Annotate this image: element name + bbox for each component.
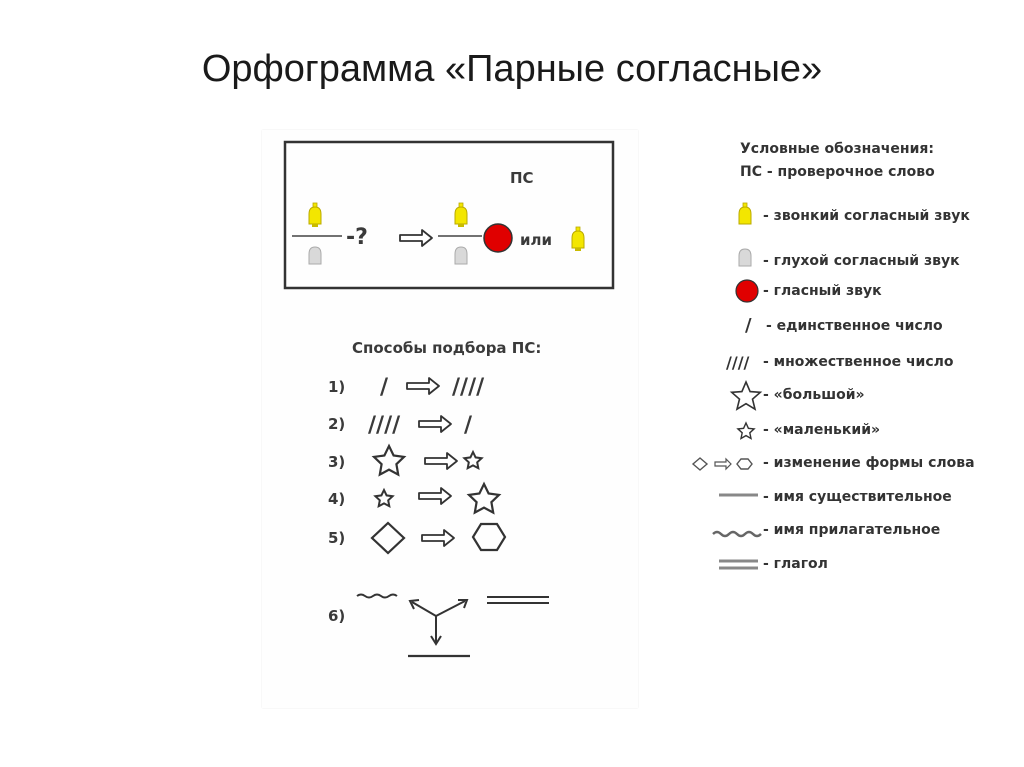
methods-title: Способы подбора ПС: xyxy=(352,339,541,357)
legend-small-label: - «маленький» xyxy=(763,422,881,438)
legend-ps-definition: ПС - проверочное слово xyxy=(740,164,935,180)
wavy-line-icon xyxy=(356,593,398,599)
slash-glyph: / xyxy=(464,413,473,438)
legend-adjective-label: - имя прилагательное xyxy=(763,522,941,538)
red-circle-icon xyxy=(483,223,513,253)
wavy-line-icon xyxy=(712,530,762,538)
multi-slash-glyph: //// xyxy=(368,413,401,438)
legend-singular-label: - единственное число xyxy=(766,318,943,334)
small-star-icon xyxy=(736,421,756,440)
multi-slash-glyph: //// xyxy=(452,375,485,400)
legend-heading: Условные обозначения: xyxy=(740,141,934,157)
method-num: 3) xyxy=(328,453,345,471)
small-star-icon xyxy=(462,449,484,471)
method-num: 2) xyxy=(328,415,345,433)
or-label: или xyxy=(520,231,552,249)
diagram-svg: ПС -? или Способы подбора ПС: 1) / //// … xyxy=(283,140,615,658)
legend-vowel-label: - гласный звук xyxy=(763,283,882,299)
branch-arrows-icon xyxy=(408,599,469,646)
small-star-icon xyxy=(373,487,395,509)
method-num: 4) xyxy=(328,490,345,508)
legend-noun-label: - имя существительное xyxy=(763,489,952,505)
method-num: 6) xyxy=(328,607,345,625)
question-label: -? xyxy=(346,225,368,250)
legend-big-label: - «большой» xyxy=(763,387,865,403)
method-num: 5) xyxy=(328,529,345,547)
red-circle-icon xyxy=(735,279,759,303)
big-star-icon xyxy=(729,379,763,411)
diamond-icon xyxy=(370,521,406,555)
multi-slash-icon: //// xyxy=(726,353,750,372)
diagram-card: ПС -? или Способы подбора ПС: 1) / //// … xyxy=(262,130,638,708)
method-num: 1) xyxy=(328,378,345,396)
shape-change-icon xyxy=(691,457,753,471)
yellow-bell-icon xyxy=(738,202,752,225)
legend-form-change-label: - изменение формы слова xyxy=(763,455,975,471)
legend-verb-label: - глагол xyxy=(763,556,828,572)
legend-voiceless-label: - глухой согласный звук xyxy=(763,253,960,269)
ps-label: ПС xyxy=(510,169,534,187)
slash-glyph: / xyxy=(380,375,389,400)
gray-bell-icon xyxy=(738,248,752,267)
hexagon-icon xyxy=(471,522,507,552)
legend-voiced-label: - звонкий согласный звук xyxy=(763,208,970,224)
page-title: Орфограмма «Парные согласные» xyxy=(201,48,823,90)
top-frame xyxy=(283,140,615,290)
legend-plural-label: - множественное число xyxy=(763,354,954,370)
big-star-icon xyxy=(466,481,502,515)
slash-icon: / xyxy=(745,315,752,336)
big-star-icon xyxy=(371,443,407,477)
